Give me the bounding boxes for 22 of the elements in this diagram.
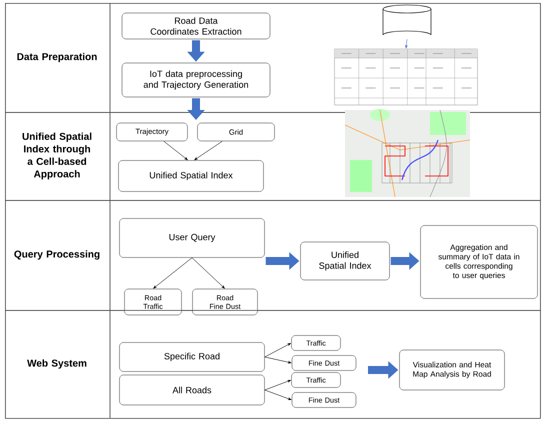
arrow: [405, 38, 408, 48]
row-header: Query Processing: [14, 250, 100, 260]
process-box: All Roads: [119, 374, 265, 406]
arrow: [164, 141, 188, 160]
process-box: Unified Spatial Index: [300, 242, 390, 280]
arrow: [264, 380, 291, 390]
row-header: Web System: [27, 359, 86, 369]
arrow: [192, 258, 225, 288]
database-cylinder: [382, 4, 432, 36]
row-header: Data Preparation: [17, 52, 97, 62]
process-box: Road Data Coordinates Extraction: [122, 12, 270, 40]
arrow: [153, 258, 192, 289]
process-box: IoT data preprocessing and Trajectory Generation: [122, 62, 270, 98]
arrow: [264, 390, 292, 400]
process-box: Specific Road: [119, 342, 265, 372]
process-box: User Query: [119, 218, 265, 258]
arrow: [194, 141, 222, 160]
table-drawing: [334, 48, 478, 106]
process-box: Unified Spatial Index: [118, 160, 264, 192]
arrow: [264, 343, 291, 358]
row-header: Unified Spatial Index through a Cell-based Approach: [22, 132, 92, 180]
arrow: [264, 356, 292, 364]
